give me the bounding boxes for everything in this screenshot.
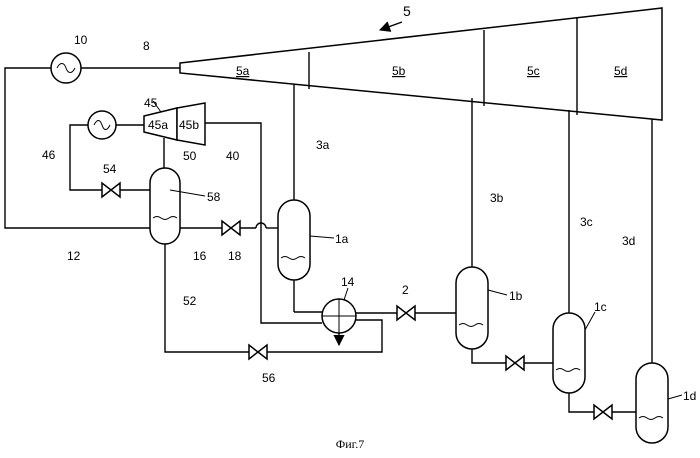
label-3c: 3c bbox=[580, 215, 593, 229]
label-52: 52 bbox=[183, 294, 197, 308]
label-1c: 1c bbox=[594, 300, 607, 314]
label-46: 46 bbox=[42, 148, 56, 162]
label-2: 2 bbox=[402, 283, 409, 297]
vessel-1a bbox=[278, 200, 310, 280]
valve-1b-1c-icon bbox=[506, 356, 524, 370]
valve-1c-1d-icon bbox=[594, 405, 612, 419]
label-50: 50 bbox=[183, 149, 197, 163]
label-58: 58 bbox=[207, 190, 221, 204]
label-1d: 1d bbox=[683, 389, 696, 403]
label-5: 5 bbox=[403, 3, 411, 19]
label-5a: 5a bbox=[236, 64, 250, 78]
label-5b: 5b bbox=[392, 64, 406, 78]
label-3b: 3b bbox=[490, 191, 504, 205]
vessel-1d bbox=[636, 363, 668, 443]
label-54: 54 bbox=[103, 162, 117, 176]
figure-caption: Фиг.7 bbox=[336, 437, 364, 451]
turbine-pointer-arrow bbox=[380, 22, 402, 30]
label-3a: 3a bbox=[316, 138, 330, 152]
label-16: 16 bbox=[193, 249, 207, 263]
label-45b: 45b bbox=[179, 118, 199, 132]
label-40: 40 bbox=[226, 149, 240, 163]
label-8: 8 bbox=[143, 39, 150, 53]
valve-18-icon bbox=[222, 221, 240, 235]
label-3d: 3d bbox=[622, 234, 635, 248]
label-12: 12 bbox=[67, 249, 81, 263]
label-14: 14 bbox=[341, 275, 355, 289]
label-5c: 5c bbox=[527, 64, 540, 78]
label-18: 18 bbox=[228, 249, 242, 263]
pump-10-icon bbox=[51, 53, 81, 83]
vessel-1b bbox=[456, 267, 488, 349]
turbine-casing bbox=[180, 8, 662, 120]
label-1b: 1b bbox=[509, 289, 523, 303]
label-10: 10 bbox=[74, 33, 88, 47]
separator-58 bbox=[150, 168, 180, 244]
label-1a: 1a bbox=[335, 232, 349, 246]
label-45: 45 bbox=[144, 96, 158, 110]
valve-54-icon bbox=[102, 183, 120, 197]
heat-exchanger-14 bbox=[294, 280, 456, 345]
valve-56-icon bbox=[249, 345, 267, 359]
pump-small-icon bbox=[88, 111, 116, 139]
valve-2-icon bbox=[397, 306, 415, 320]
vessel-1c bbox=[553, 313, 585, 393]
label-5d: 5d bbox=[614, 64, 627, 78]
label-56: 56 bbox=[262, 371, 276, 385]
label-45a: 45a bbox=[148, 118, 168, 132]
